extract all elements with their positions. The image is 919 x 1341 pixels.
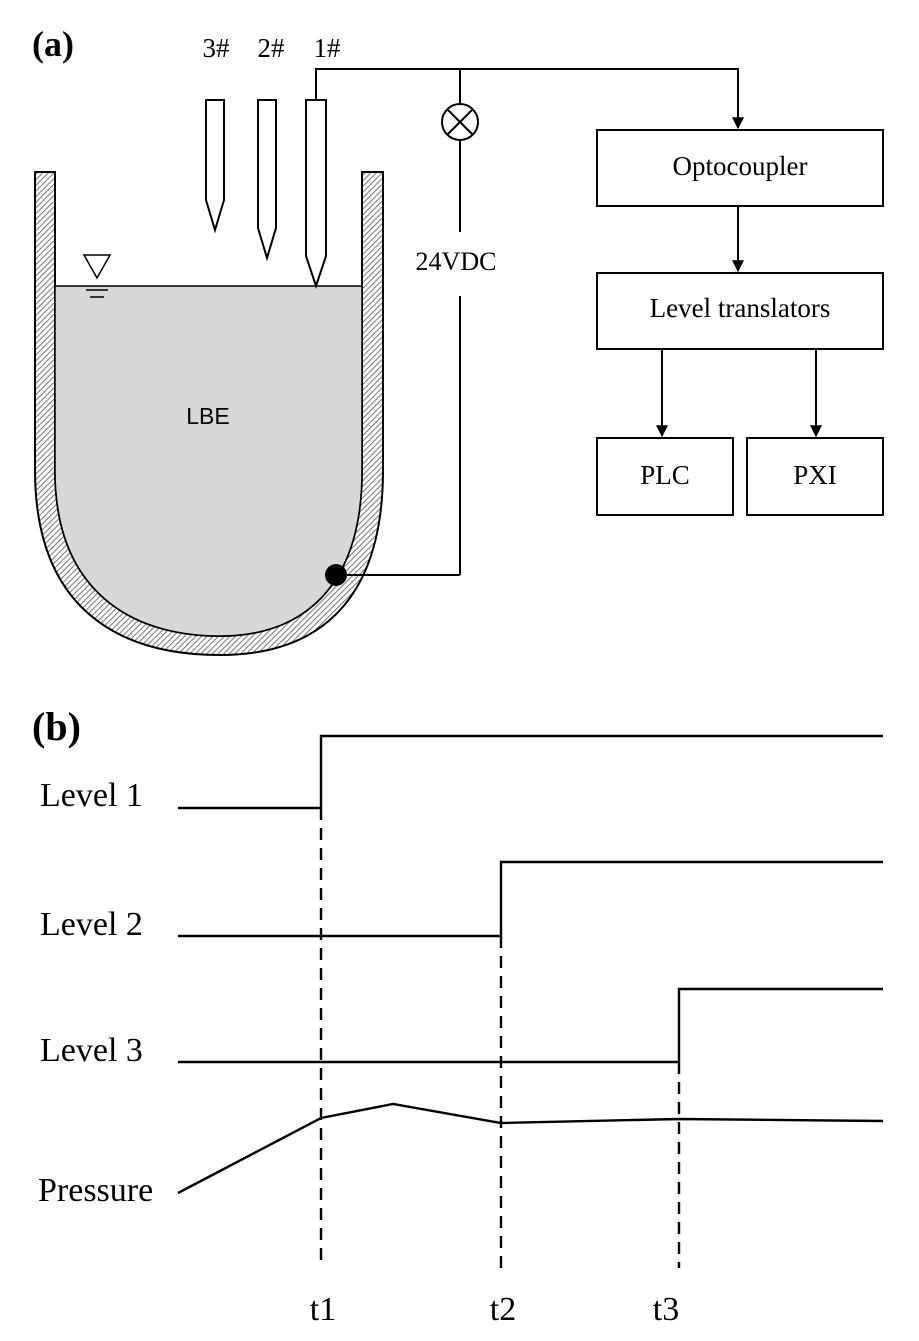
- level-3-trace: [178, 987, 883, 1064]
- pxi-label: PXI: [793, 460, 837, 490]
- ground-contact-dot: [325, 564, 347, 586]
- optocoupler-label: Optocoupler: [673, 151, 808, 181]
- liquid-level-symbol: [82, 254, 112, 298]
- probe-3-label: 3#: [203, 33, 231, 63]
- level-2-trace: [178, 860, 883, 938]
- probe-1-wire: [315, 68, 744, 130]
- level-translators-label: Level translators: [650, 293, 831, 323]
- probe-2-label: 2#: [258, 33, 286, 63]
- level-1-trace: [178, 734, 883, 810]
- panel-b-label: (b): [32, 704, 81, 749]
- voltage-label: 24VDC: [416, 247, 497, 276]
- level-1-label: Level 1: [40, 777, 143, 814]
- optocoupler-box: [596, 129, 884, 207]
- probe-1-label: 1#: [314, 33, 342, 63]
- probe-1: [305, 99, 327, 290]
- lbe-label: LBE: [186, 403, 229, 429]
- probe-3: [205, 99, 225, 234]
- t2-label: t2: [490, 1291, 516, 1328]
- panel-a: (a) LBE 3# 2# 1# 24VDC: [32, 24, 884, 657]
- pressure-trace: [177, 1102, 884, 1195]
- plc-label: PLC: [640, 460, 690, 490]
- plc-box: [596, 437, 734, 516]
- lamp-icon: [441, 103, 479, 141]
- panel-a-label: (a): [32, 24, 74, 64]
- level-translators-box: [596, 272, 884, 350]
- t1-label: t1: [310, 1291, 336, 1328]
- t3-label: t3: [653, 1291, 679, 1328]
- panel-b: (b) Level 1 Level 2 Level 3 Pressure t1 …: [32, 704, 884, 1328]
- level-3-label: Level 3: [40, 1032, 143, 1069]
- pxi-box: [746, 437, 884, 516]
- lbe-liquid: [54, 285, 363, 637]
- probe-2: [257, 99, 277, 262]
- pressure-label: Pressure: [38, 1172, 153, 1209]
- level-2-label: Level 2: [40, 906, 143, 943]
